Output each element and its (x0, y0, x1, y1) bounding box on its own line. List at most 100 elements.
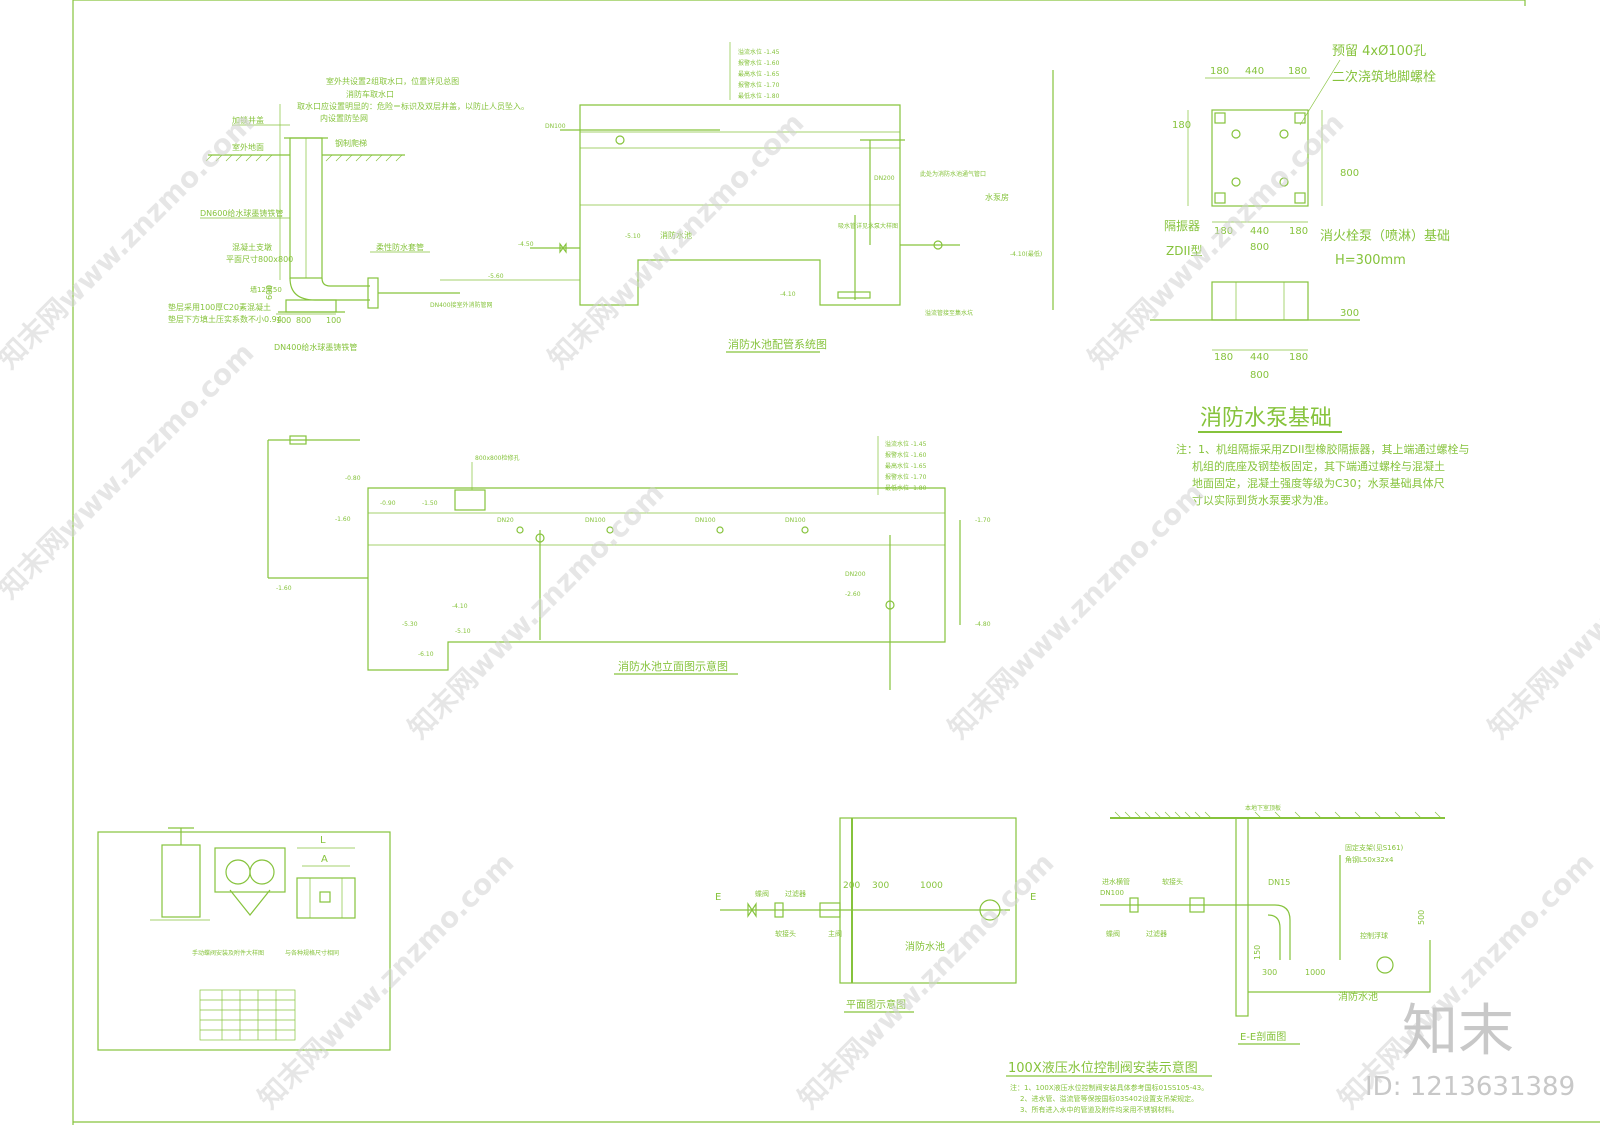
pump-isolator: 隔振器 (1164, 219, 1200, 233)
pump-dim-440: 440 (1245, 66, 1264, 77)
plan-joint: 软接头 (775, 929, 796, 938)
elev-lvl-160-note: -1.60 (276, 585, 292, 592)
pump-base-detail: 预留 4xØ100孔 二次浇筑地脚螺栓 180 440 180 180 800 … (1150, 44, 1470, 507)
pump-note-4: 寸以实际到货水泵要求为准。 (1192, 493, 1335, 507)
elev-legend-3: 报警水位 -1.70 (885, 473, 927, 481)
piping-lvl-450: -4.50 (518, 241, 534, 248)
caption-n2: 2、进水管、溢流管等保按国标03S402设置支吊架规定。 (1020, 1094, 1198, 1103)
piping-pipe-note: 吸水管详见水泵大样图 (838, 222, 898, 230)
piping-lvl-510: -5.10 (625, 233, 641, 240)
caption-n1: 注：1、100X液压水位控制阀安装具体参考国标01SS105-43。 (1010, 1083, 1208, 1092)
intake-support-label: 混凝土支墩 (232, 242, 272, 252)
intake-ladder-label: 钢制爬梯 (335, 138, 367, 148)
plan-dim-300: 300 (872, 881, 889, 891)
intake-dim-600: 600 (265, 285, 274, 300)
intake-dim-800: 800 (296, 316, 311, 325)
pump-isolator-type: ZDII型 (1166, 244, 1203, 258)
elev-lvl-160: -1.60 (335, 516, 351, 523)
section-pool: 消防水池 (1338, 990, 1378, 1003)
caption-n3: 3、所有进入水中的管道及附件均采用不锈钢材料。 (1020, 1105, 1178, 1114)
elev-dn100c: DN100 (785, 517, 806, 524)
section-view: 本地下室顶板 DN100 DN15 固定支架(见S161) 角钢L50x32x4… (1100, 804, 1445, 1045)
pump-note-1: 注：1、机组隔振采用ZDII型橡胶隔振器，其上端通过螺栓与 (1176, 442, 1470, 456)
watermark-1: 知末网www.znzmo.com (0, 106, 260, 375)
piping-legend-1: 报警水位 -1.60 (738, 59, 780, 67)
section-dim-1000: 1000 (1305, 968, 1325, 977)
pump-dim2-800: 800 (1250, 242, 1269, 253)
piping-legend-4: 最低水位 -1.80 (738, 92, 780, 100)
sheet-frame (72, 0, 1600, 1125)
piping-lvl-410b: -4.10(最低) (1010, 250, 1042, 258)
elev-legend-2: 最高水位 -1.65 (885, 462, 927, 470)
intake-top-note: 室外共设置2组取水口，位置详见总图 (326, 76, 459, 86)
elev-lvl-170: -1.70 (975, 517, 991, 524)
piping-legend-2: 最高水位 -1.65 (738, 70, 780, 78)
piping-pipe-bottom: DN400接室外消防管网 (430, 301, 493, 309)
valve-dim-L: L (320, 835, 326, 846)
elev-lvl-480: -4.80 (975, 621, 991, 628)
watermark-7: 知末网www.znzmo.com (1482, 476, 1600, 745)
valve-table-note: 与各种规格尺寸相同 (285, 949, 339, 957)
section-dim-500: 500 (1417, 910, 1426, 925)
elev-legend-1: 报警水位 -1.60 (885, 451, 927, 459)
plan-dim-1000: 1000 (920, 881, 943, 891)
elev-lvl-610: -6.10 (418, 651, 434, 658)
valve-detail: L A 手动蝶阀安装及附件大样图 与各种规格尺寸相同 (97, 827, 391, 1051)
plan-e-right: E (1030, 892, 1036, 903)
section-joint: 软接头 (1162, 877, 1183, 886)
pump-dim-180b: 180 (1288, 66, 1307, 77)
intake-note3: 取水口应设置明显的：危险＝标识及双层井盖，以防止人员坠入。 (297, 101, 529, 111)
section-bracket2: 角钢L50x32x4 (1345, 855, 1394, 864)
watermark-3: 知末网www.znzmo.com (1082, 106, 1351, 375)
valve-table-title: 手动蝶阀安装及附件大样图 (192, 949, 264, 957)
pump-sect-180b: 180 (1289, 352, 1308, 363)
pump-sect-800: 800 (1250, 370, 1269, 381)
section-dim-150: 150 (1253, 945, 1262, 960)
pump-base-name: 消火栓泵（喷淋）基础 (1320, 229, 1450, 244)
intake-pipe600-label: DN600给水球墨铸铁管 (200, 208, 283, 218)
elev-dn100b: DN100 (695, 517, 716, 524)
pump-base-height: H=300mm (1335, 253, 1406, 268)
section-valve: 蝶阀 (1106, 929, 1120, 938)
elevation-legend: 溢流水位 -1.45 报警水位 -1.60 最高水位 -1.65 报警水位 -1… (877, 436, 927, 495)
elev-manhole: 800x800检修孔 (475, 454, 519, 462)
pump-sect-300: 300 (1340, 308, 1359, 319)
pool-elevation: 溢流水位 -1.45 报警水位 -1.60 最高水位 -1.65 报警水位 -1… (267, 435, 991, 690)
elev-lvl-150: -1.50 (422, 500, 438, 507)
watermark-8: 知末网www.znzmo.com (252, 846, 521, 1115)
pump-vdim-800: 800 (1340, 168, 1359, 179)
pump-base-title: 消防水泵基础 (1200, 406, 1332, 431)
brand-id: ID: 1213631389 (1365, 1072, 1575, 1102)
control-valve-caption: 100X液压水位控制阀安装示意图 注：1、100X液压水位控制阀安装具体参考国标… (1006, 1060, 1212, 1114)
pump-note-2: 机组的底座及钢垫板固定，其下端通过螺栓与混凝土 (1192, 459, 1445, 473)
intake-support-size: 平面尺寸800x800 (226, 254, 293, 264)
elev-lvl-090: -0.90 (380, 500, 396, 507)
piping-note-r: 此处为消防水池通气管口 (920, 170, 986, 178)
piping-lvl-410: -4.10 (780, 291, 796, 298)
section-top-label: 本地下室顶板 (1245, 804, 1281, 812)
section-inlet: 进水横管 (1102, 877, 1130, 886)
section-dim-300: 300 (1262, 968, 1277, 977)
piping-room-label: 水泵房 (985, 192, 1009, 202)
intake-dim-100b: 100 (326, 316, 341, 325)
intake-flexible-label: 柔性防水套管 (376, 242, 424, 252)
piping-dn200: DN200 (874, 175, 895, 182)
elev-lvl-530: -5.30 (402, 621, 418, 628)
intake-ground-label: 室外地面 (232, 142, 264, 152)
intake-dim-100a: 100 (276, 316, 291, 325)
intake-pipe400-label: DN400给水球墨铸铁管 (274, 342, 357, 352)
pump-dim2-180: 180 (1214, 226, 1233, 237)
plan-dim-200: 200 (843, 881, 860, 891)
plan-filter: 过滤器 (785, 889, 806, 898)
piping-legend: 溢流水位 -1.45 报警水位 -1.60 最高水位 -1.65 报警水位 -1… (729, 42, 780, 100)
watermark-2: 知末网www.znzmo.com (542, 106, 811, 375)
intake-wall-mark: 墙12厚50 (250, 285, 282, 294)
pump-hole-note: 预留 4xØ100孔 (1332, 44, 1426, 59)
elev-lvl-410: -4.10 (452, 603, 468, 610)
piping-pool-label: 消防水池 (660, 230, 692, 240)
plan-e-left: E (715, 892, 721, 903)
pump-vdim-180: 180 (1172, 120, 1191, 131)
intake-base2: 垫层下方填土压实系数不小0.94 (168, 314, 282, 324)
elev-lvl-080: -0.80 (345, 475, 361, 482)
watermark-5: 知末网www.znzmo.com (402, 476, 671, 745)
